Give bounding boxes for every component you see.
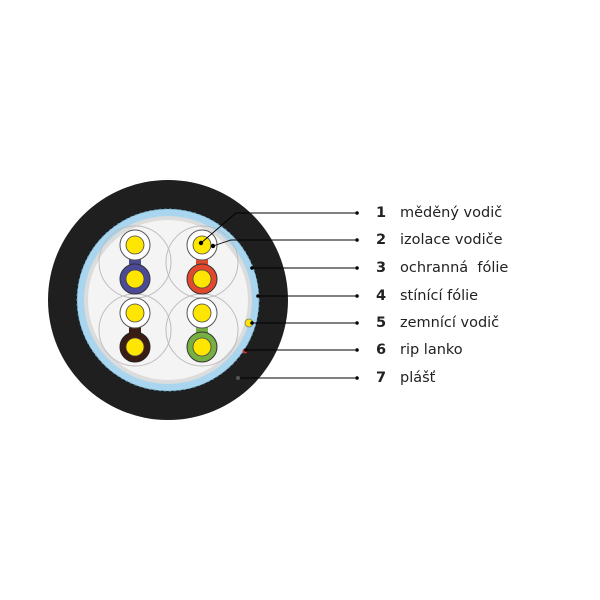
leader-end-dot (355, 266, 359, 270)
copper-conductor (192, 269, 212, 289)
leader-end-dot (355, 294, 359, 298)
legend-number: 7 (376, 370, 387, 386)
legend-number: 3 (376, 260, 387, 276)
legend-item-drain-wire: 5 zemnící vodič (376, 313, 499, 333)
pointer-dot (256, 294, 260, 298)
leader-end-dot (355, 321, 359, 325)
legend-label: stínící fólie (400, 288, 479, 304)
legend-label: zemnící vodič (400, 315, 500, 331)
leader-end-dot (355, 376, 359, 380)
copper-conductor (125, 235, 145, 255)
leader-end-dot (355, 348, 359, 352)
legend-label: plášť (400, 370, 436, 386)
leader-line-1 (200, 212, 355, 244)
leader-end-dot (355, 211, 359, 215)
pointer-dot (244, 348, 248, 352)
pointer-dot (250, 266, 254, 270)
leader-line-2 (212, 239, 355, 247)
copper-conductor (192, 303, 212, 323)
copper-conductor (125, 269, 145, 289)
pointer-dot (210, 243, 216, 249)
copper-conductor (192, 235, 212, 255)
core-area (88, 220, 248, 380)
legend-number: 6 (376, 342, 387, 358)
pointer-dot (236, 376, 240, 380)
legend-label: ochranná fólie (400, 260, 509, 276)
legend-item-protective-foil: 3 ochranná fólie (376, 258, 508, 278)
legend-number: 1 (376, 205, 387, 221)
legend-label: rip lanko (400, 342, 463, 358)
legend-item-jacket: 7 plášť (376, 368, 435, 388)
pointer-dot (250, 321, 254, 325)
pointer-dot (198, 240, 204, 246)
legend-item-rip-cord: 6 rip lanko (376, 340, 463, 360)
legend-item-conductor-insulation: 2 izolace vodiče (376, 230, 503, 250)
legend-item-shielding-foil: 4 stínící fólie (376, 286, 478, 306)
legend-label: izolace vodiče (400, 232, 503, 248)
copper-conductor (192, 337, 212, 357)
shielding-foil-texture (76, 208, 260, 392)
copper-conductor (125, 303, 145, 323)
leader-end-dot (355, 238, 359, 242)
legend-item-copper-conductor: 1 měděný vodič (376, 203, 502, 223)
legend-number: 5 (376, 315, 387, 331)
legend-number: 4 (376, 288, 387, 304)
copper-conductor (125, 337, 145, 357)
legend-label: měděný vodič (400, 205, 503, 221)
legend-number: 2 (376, 232, 387, 248)
